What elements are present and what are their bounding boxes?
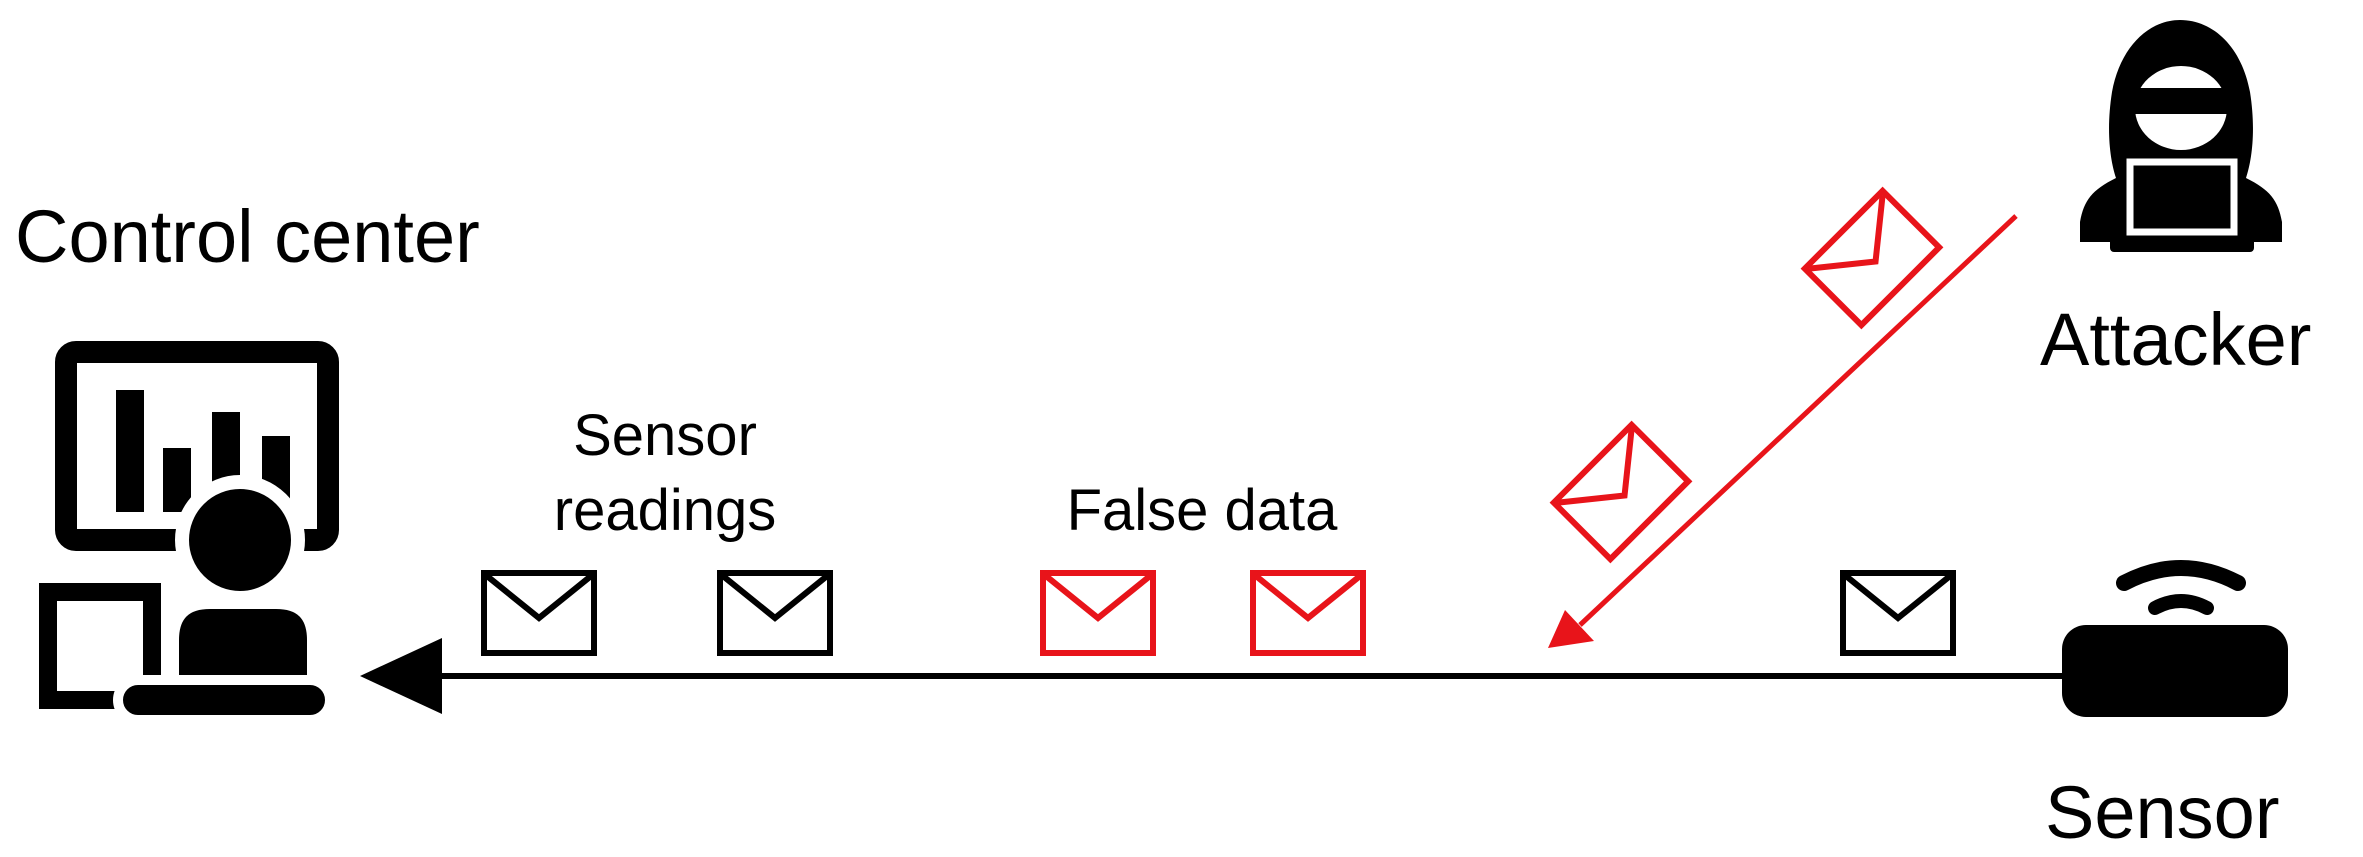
wireless-sensor-icon — [2062, 560, 2288, 717]
false-data-label: False data — [1067, 478, 1339, 543]
sensor-readings-label-line2: readings — [554, 478, 776, 543]
attack-path-line — [1578, 214, 2018, 627]
control-center-label: Control center — [15, 195, 480, 278]
false-data-envelope-icon — [1253, 573, 1363, 653]
sensor-reading-envelope-icon — [720, 573, 830, 653]
false-data-envelope-icon — [1043, 573, 1153, 653]
attacker-label: Attacker — [2040, 298, 2311, 381]
sensor-reading-envelope-icon — [484, 573, 594, 653]
operator-monitor-icon — [39, 341, 339, 725]
sensor-label: Sensor — [2045, 771, 2279, 854]
sensor-reading-envelope-icon — [1843, 573, 1953, 653]
hooded-hacker-icon — [2080, 20, 2282, 252]
data-path-arrowhead — [360, 638, 442, 714]
attack-path-arrowhead — [1548, 610, 1594, 648]
sensor-readings-label-line1: Sensor — [573, 403, 757, 468]
